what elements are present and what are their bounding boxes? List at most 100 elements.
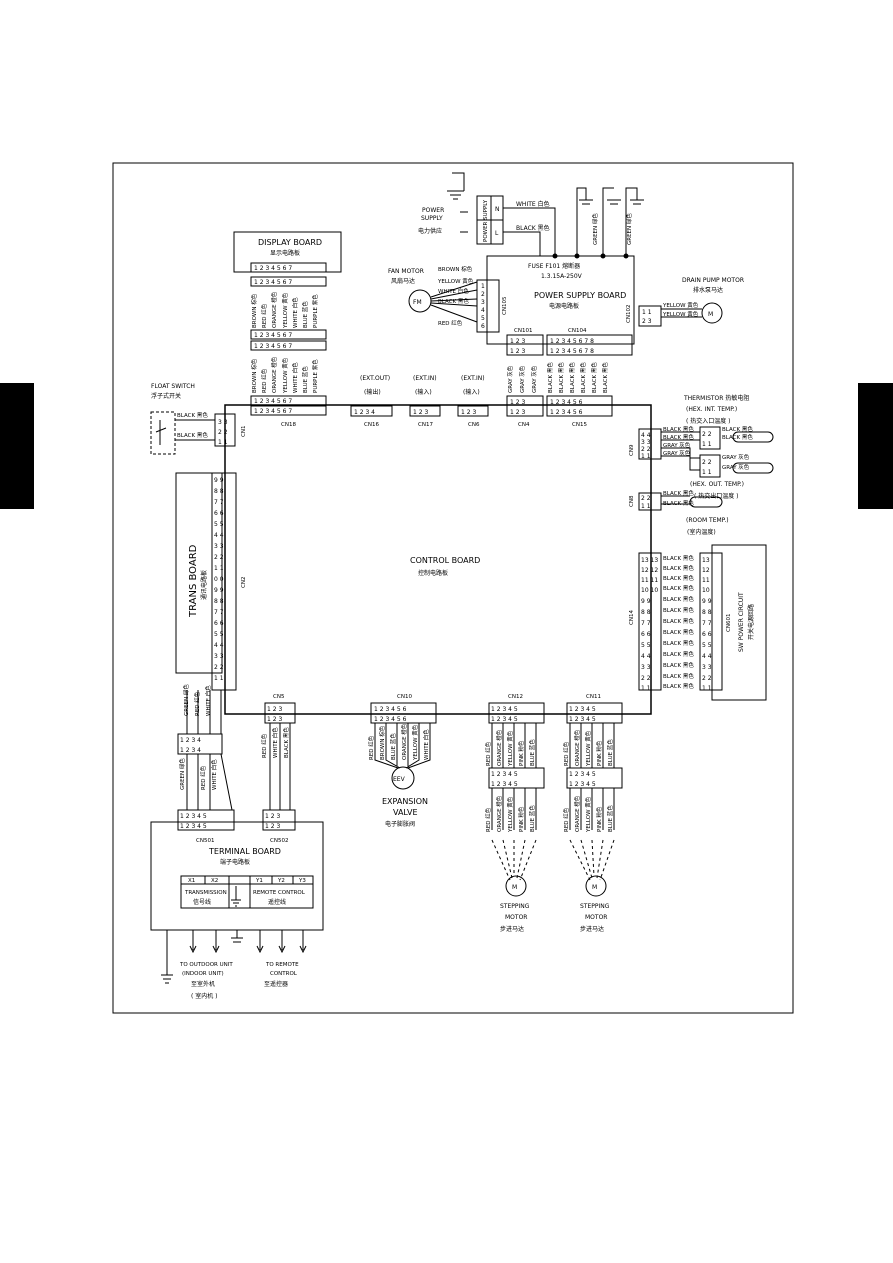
svg-text:5 5: 5 5 [702,642,712,649]
to-outdoor-line1: TO OUTDOOR UNIT [179,962,233,968]
svg-text:3 3: 3 3 [702,664,712,671]
ext-out-zh: (输出) [364,388,381,396]
eev-symbol [391,766,415,790]
svg-text:RED 红色: RED 红色 [484,741,492,766]
svg-text:1 2 3: 1 2 3 [510,409,525,416]
svg-text:2 2: 2 2 [214,664,224,671]
svg-text:1 2 3 4 5 6 7: 1 2 3 4 5 6 7 [254,265,292,272]
svg-text:1 2 3: 1 2 3 [510,348,525,355]
svg-text:2 3: 2 3 [642,318,652,325]
svg-text:WHITE 白色: WHITE 白色 [210,759,218,790]
fuse-label: FUSE F101 熔断器 [528,262,580,270]
drain-pump-symbol-text: M [708,311,713,318]
thermistor-title: THERMISTOR 热敏电阻 [683,394,749,402]
green-wire-2: GREEN 绿色 [625,213,633,245]
stepping-1-line2: MOTOR [505,914,527,921]
stepping-2-zh: 步进马达 [580,925,604,933]
eev-line2: VALVE [393,808,418,817]
ext-in-label-1: (EXT.IN) [413,375,437,382]
svg-text:1 2 3: 1 2 3 [265,813,280,820]
svg-text:GRAY 灰色: GRAY 灰色 [518,365,526,393]
sw-power-zh: 开关电源回路 [747,604,755,640]
svg-text:WHITE 白色: WHITE 白色 [422,729,430,760]
svg-text:WHITE 白色: WHITE 白色 [291,362,299,393]
float-switch [150,411,176,455]
svg-text:RED 红色: RED 红色 [260,368,268,393]
svg-text:BLUE 蓝色: BLUE 蓝色 [301,301,309,328]
therm-wire-9: BLACK 黑色 [663,489,694,497]
power-supply-line2: SUPPLY [421,215,443,222]
svg-text:1 2 3: 1 2 3 [461,409,476,416]
svg-text:6 6: 6 6 [214,510,224,517]
cn10-label: CN10 [397,694,412,700]
float-wire-2: BLACK 黑色 [177,431,208,439]
stepping-2-symbol-text: M [592,884,597,891]
svg-text:1 2 3 4 5 6: 1 2 3 4 5 6 [374,716,407,723]
svg-text:1 2 3 4 5 6 7: 1 2 3 4 5 6 7 [254,398,292,405]
svg-text:1 1: 1 1 [641,503,651,510]
to-remote-line1: TO REMOTE [265,962,299,968]
svg-text:PINK 粉色: PINK 粉色 [517,740,525,766]
power-supply-zh: 电力供应 [418,227,442,235]
cn501-label: CN501 [196,838,214,844]
svg-text:YELLOW 黄色: YELLOW 黄色 [281,357,289,394]
trans-board-zh: 通讯电路板 [200,570,208,600]
svg-text:BROWN 棕色: BROWN 棕色 [250,358,258,393]
svg-text:3 3: 3 3 [214,543,224,550]
svg-text:1 1: 1 1 [702,469,712,476]
cn6-label: CN6 [468,422,480,428]
svg-text:BLACK 黑色: BLACK 黑色 [663,564,694,572]
svg-text:ORANGE 橙色: ORANGE 橙色 [270,291,278,328]
drain-pump-zh: 排水泵马达 [693,286,723,294]
svg-text:7 7: 7 7 [702,620,712,627]
svg-text:4 4: 4 4 [641,432,651,439]
ext-in-zh-2: (输入) [463,388,480,396]
svg-text:RED 红色: RED 红色 [260,303,268,328]
fan-wire-4: BLACK 黑色 [438,297,469,305]
svg-text:WHITE 白色: WHITE 白色 [271,727,279,758]
svg-text:1 2 3 4 5: 1 2 3 4 5 [569,771,596,778]
cn102-label: CN102 [626,305,632,323]
svg-text:2 2: 2 2 [214,554,224,561]
svg-text:5: 5 [481,315,485,322]
display-board-zh: 显示电路板 [270,249,300,257]
svg-text:1 2 3 4 5 6 7 8: 1 2 3 4 5 6 7 8 [550,348,594,355]
trans-board-wires: GREEN 绿色 RED 红色 WHITE 白色 GREEN 绿色 RED 红色… [178,684,218,790]
svg-text:9 9: 9 9 [214,477,224,484]
fan-motor-symbol-text: FM [413,299,422,306]
svg-text:1 1: 1 1 [702,441,712,448]
svg-text:1 2 3 4: 1 2 3 4 [354,409,375,416]
svg-text:BLACK 黑色: BLACK 黑色 [557,362,565,393]
terminal-l: L [495,230,499,237]
svg-text:9 9: 9 9 [214,587,224,594]
ext-out-label: (EXT.OUT) [360,375,390,382]
svg-text:BLACK 黑色: BLACK 黑色 [568,362,576,393]
svg-text:6 6: 6 6 [214,620,224,627]
fan-wire-2: YELLOW 黄色 [437,277,474,285]
svg-text:1 1: 1 1 [218,439,228,446]
thermistor-hex-out-zh: ( 热交出口温度 ) [694,492,739,500]
psb-title: POWER SUPPLY BOARD [534,291,626,300]
svg-text:4 4: 4 4 [214,642,224,649]
svg-text:6: 6 [481,323,485,330]
eev-zh: 电子膨胀阀 [385,820,415,828]
svg-text:2 2: 2 2 [641,675,651,682]
cn2-label: CN2 [241,577,247,588]
svg-text:1 2 3: 1 2 3 [413,409,428,416]
fan-wire-3: WHITE 白色 [438,287,469,295]
svg-text:1 2 3 4 5: 1 2 3 4 5 [180,813,207,820]
stepping-motor-2-symbol [585,875,607,897]
svg-text:1 2 3 4 5: 1 2 3 4 5 [491,781,518,788]
svg-text:13 13: 13 13 [641,557,658,564]
cn101-wires: GRAY 灰色 GRAY 灰色 GRAY 灰色 [506,365,538,393]
svg-text:BLACK 黑色: BLACK 黑色 [590,362,598,393]
svg-text:3: 3 [481,299,485,306]
svg-text:5 5: 5 5 [214,521,224,528]
svg-text:2 2: 2 2 [218,429,228,436]
diagram-frame [112,162,794,1014]
cn16-label: CN16 [364,422,379,428]
svg-text:BLACK 黑色: BLACK 黑色 [282,727,290,758]
svg-text:YELLOW 黄色: YELLOW 黄色 [584,796,592,833]
svg-text:1 2 3 4 5 6: 1 2 3 4 5 6 [550,409,583,416]
